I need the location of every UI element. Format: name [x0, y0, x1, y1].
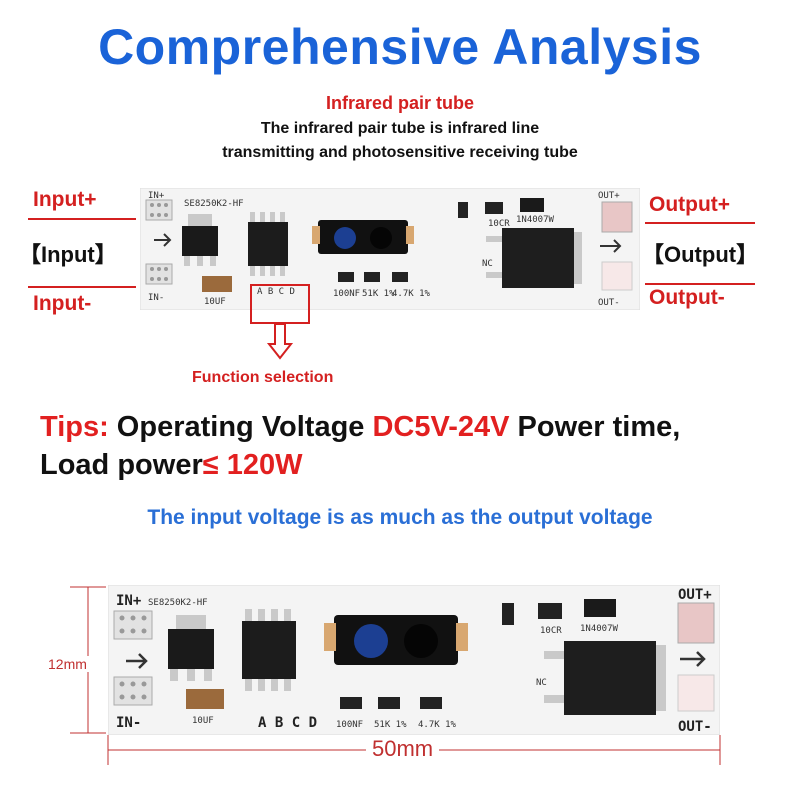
voltage-note: The input voltage is as much as the outp…	[147, 506, 653, 529]
input-plus-label: Input+	[33, 188, 97, 211]
pcb2-chip-text: SE8250K2-HF	[148, 598, 208, 608]
pcb-diode-text: 1N4007W	[516, 215, 555, 225]
tips-voltage: DC5V-24V	[372, 411, 510, 443]
output-minus-underline	[645, 283, 755, 285]
pcb-nc-text: NC	[482, 259, 493, 269]
output-plus-underline	[645, 222, 755, 224]
width-dimension-label: 50mm	[366, 736, 440, 762]
pcb-out-minus-text: OUT-	[598, 298, 620, 308]
tips-text1: Operating Voltage	[108, 411, 373, 443]
pcb2-diode-text: 1N4007W	[580, 624, 619, 634]
pcb2-in-plus-text: IN+	[116, 593, 141, 609]
output-label: 【Output】	[642, 242, 759, 267]
pcb-board-bottom: IN+ IN- SE8250K2-HF 10UF A B C D 100NF 5…	[108, 585, 720, 735]
tips-block: Tips: Operating Voltage DC5V-24V Power t…	[40, 408, 680, 484]
pcb-r1-text: 100NF	[333, 289, 360, 299]
pcb-in-plus-text: IN+	[148, 191, 165, 201]
infrared-description-line2: transmitting and photosensitive receivin…	[222, 144, 578, 161]
input-minus-label: Input-	[33, 292, 92, 315]
pcb-cap-text: 10UF	[204, 297, 226, 307]
pcb-r2-text: 51K 1%	[362, 289, 395, 299]
input-minus-underline	[28, 286, 136, 288]
tips-text2: Power time,	[509, 411, 681, 443]
infrared-description-line1: The infrared pair tube is infrared line	[260, 120, 540, 137]
pcb2-nc-text: NC	[536, 678, 547, 688]
tips-le: ≤	[202, 449, 219, 481]
pcb-r3-text: 4.7K 1%	[392, 289, 431, 299]
pcb2-out-plus-text: OUT+	[678, 587, 712, 603]
tips-label: Tips:	[40, 411, 109, 443]
pcb-board-top: IN- IN+ SE8250K2-HF 10UF A B C D 100NF 5…	[140, 188, 640, 310]
pcb2-out-minus-text: OUT-	[678, 719, 712, 735]
page-title: Comprehensive Analysis	[98, 19, 702, 75]
pcb2-in-minus-text: IN-	[116, 715, 141, 731]
height-dimension-label: 12mm	[46, 656, 89, 672]
pcb2-r4-text: 10CR	[540, 626, 562, 636]
function-selection-arrow-icon	[266, 324, 294, 360]
pcb-chip-text: SE8250K2-HF	[184, 199, 244, 209]
pcb2-r1-text: 100NF	[336, 720, 363, 730]
tips-power: 120W	[218, 449, 303, 481]
pcb-r4-text: 10CR	[488, 219, 510, 229]
input-label: 【Input】	[19, 242, 117, 267]
input-plus-underline	[28, 218, 136, 220]
pcb-abcd-text: A B C D	[257, 287, 295, 297]
output-plus-label: Output+	[649, 193, 731, 216]
pcb2-r2-text: 51K 1%	[374, 720, 407, 730]
tips-text3: Load power	[40, 449, 203, 481]
pcb2-abcd-text: A B C D	[258, 715, 317, 731]
pcb-out-plus-text: OUT+	[598, 191, 620, 201]
pcb2-r3-text: 4.7K 1%	[418, 720, 457, 730]
pcb2-cap-text: 10UF	[192, 716, 214, 726]
function-selection-box	[250, 284, 310, 324]
pcb-in-minus-text: IN-	[148, 293, 164, 303]
output-minus-label: Output-	[649, 286, 725, 309]
infrared-heading: Infrared pair tube	[325, 93, 475, 113]
function-selection-label: Function selection	[192, 369, 334, 386]
